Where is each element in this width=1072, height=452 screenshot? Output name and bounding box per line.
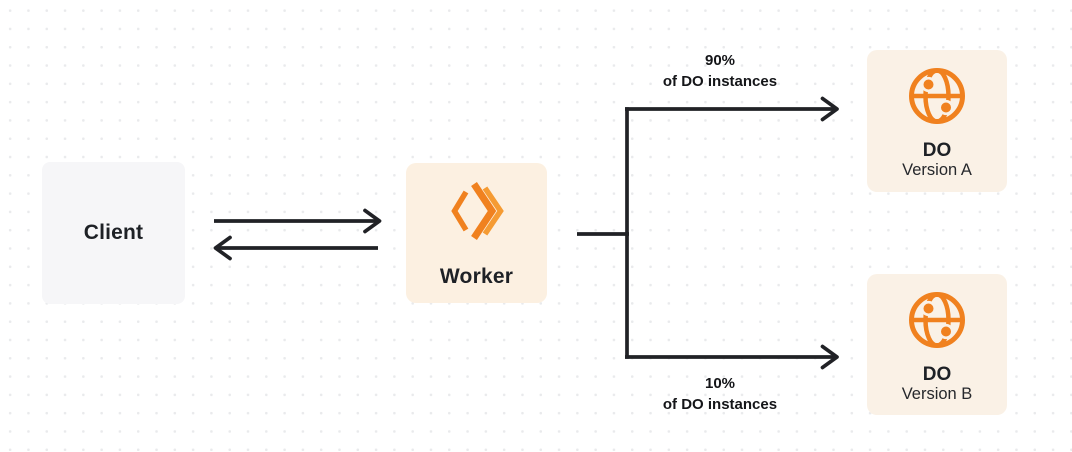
do-a-version-label: Version A bbox=[902, 161, 972, 179]
do-b-version-label: Version B bbox=[901, 385, 973, 403]
client-node: Client bbox=[42, 162, 185, 304]
branch-top-caption: of DO instances bbox=[662, 73, 778, 90]
branch-top-percent: 90% bbox=[704, 52, 736, 69]
do-version-b-node: DO Version B bbox=[867, 274, 1007, 415]
request-arrow bbox=[214, 208, 382, 234]
client-label: Client bbox=[83, 221, 144, 244]
do-b-title: DO bbox=[922, 364, 952, 385]
do-a-title: DO bbox=[922, 140, 952, 161]
globe-icon bbox=[909, 68, 965, 124]
branch-bottom-percent: 10% bbox=[704, 375, 736, 392]
branch-bottom-caption: of DO instances bbox=[662, 396, 778, 413]
fork-connector bbox=[577, 96, 839, 370]
globe-icon bbox=[909, 292, 965, 348]
worker-label: Worker bbox=[439, 265, 514, 288]
branch-top-label: 90% of DO instances bbox=[600, 50, 840, 92]
do-version-a-node: DO Version A bbox=[867, 50, 1007, 192]
branch-bottom-label: 10% of DO instances bbox=[600, 373, 840, 415]
worker-node: Worker bbox=[406, 163, 547, 303]
workers-logo-icon bbox=[450, 182, 504, 240]
response-arrow bbox=[213, 235, 378, 261]
